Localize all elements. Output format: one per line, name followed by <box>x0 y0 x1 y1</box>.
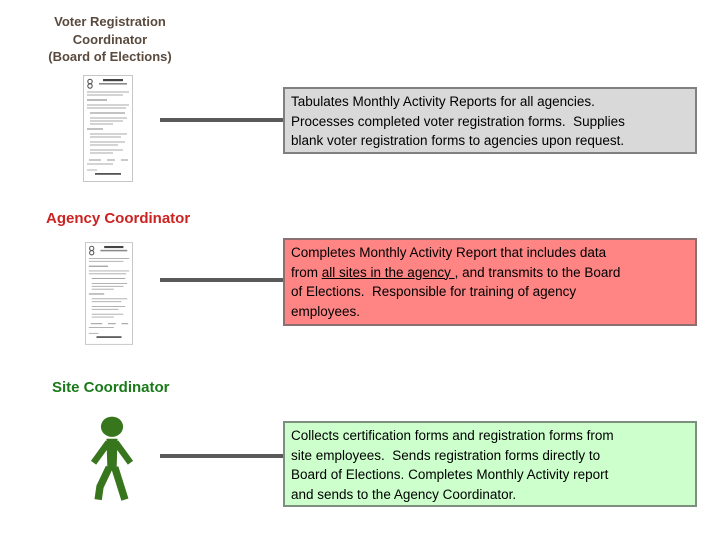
connector-line <box>160 454 283 458</box>
board-description-box: Tabulates Monthly Activity Reports for a… <box>283 87 697 154</box>
board-coordinator-heading: Voter Registration Coordinator (Board of… <box>48 14 172 64</box>
box-text: Collects certification forms and registr… <box>291 428 614 502</box>
box-text: , and transmits to the Board of Election… <box>291 264 621 319</box>
connector-line <box>160 118 283 122</box>
box-text: Completes Monthly Activity Report that i… <box>291 245 607 280</box>
box-text: Tabulates Monthly Activity Reports for a… <box>291 94 625 148</box>
site-coordinator-heading: Site Coordinator <box>52 379 170 396</box>
document-form-icon <box>85 240 133 347</box>
agency-coordinator-heading: Agency Coordinator <box>46 210 191 227</box>
person-icon <box>88 413 136 506</box>
box-text-underlined: all sites in the agency <box>321 264 455 280</box>
agency-description-box: Completes Monthly Activity Report that i… <box>283 238 697 326</box>
connector-line <box>160 278 283 282</box>
document-form-icon <box>83 75 133 182</box>
site-description-box: Collects certification forms and registr… <box>283 421 697 507</box>
